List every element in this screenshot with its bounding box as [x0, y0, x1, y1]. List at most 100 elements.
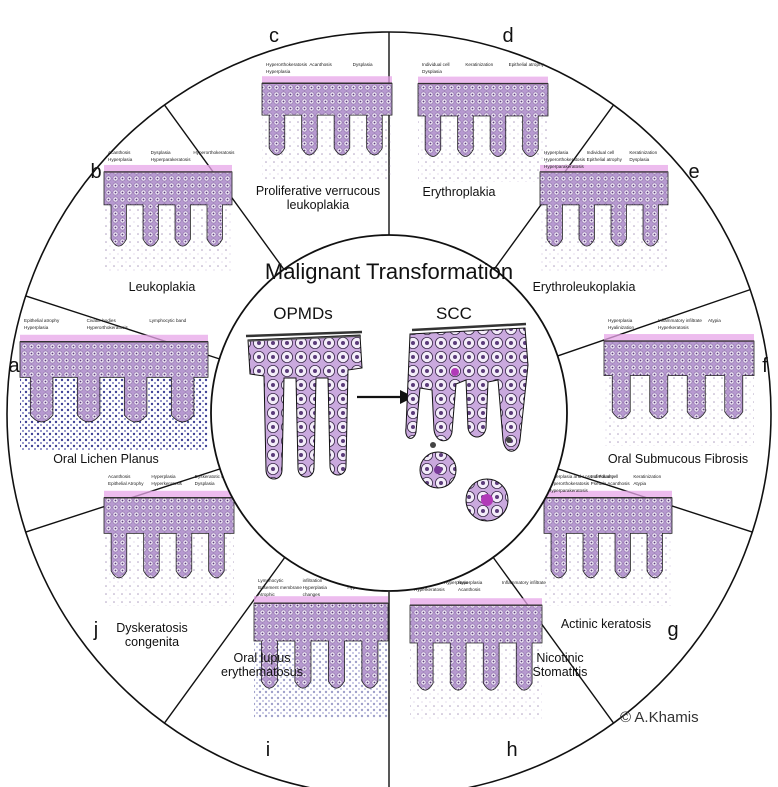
annotation-label: Dysplasia — [353, 62, 373, 67]
epithelium — [253, 602, 389, 689]
opmd-epithelium-illustration — [245, 330, 363, 480]
annotation-label: Hyperplasia — [266, 69, 291, 74]
segment-title-c: Proliferative verrucous — [256, 184, 380, 198]
annotation-label: Lymphocytic — [258, 578, 284, 583]
annotation-label: Keratinization — [465, 62, 493, 67]
annotation-label: Individual cell — [587, 150, 615, 155]
segment-title-g: Actinic keratosis — [561, 617, 651, 631]
annotation-label: Dysplasia — [151, 150, 171, 155]
annotation-label: Hyperplasia — [544, 150, 569, 155]
segment-g — [543, 490, 673, 606]
keratin-layer — [254, 596, 388, 605]
epithelium — [603, 340, 755, 420]
segment-a — [19, 334, 209, 450]
segment-letter-c: c — [269, 25, 279, 47]
segment-divider — [557, 288, 751, 357]
annotation-label: Hyalinization — [608, 325, 634, 330]
segment-letter-d: d — [502, 25, 513, 47]
epithelium — [261, 82, 393, 156]
annotation-label: Dyskeratotic cells — [195, 474, 231, 479]
segment-title-i: Oral lupus — [234, 651, 291, 665]
segment-title-f: Oral Submucous Fibrosis — [608, 452, 748, 466]
segment-title-h: Stomatitis — [533, 665, 588, 679]
keratin-layer — [540, 164, 668, 173]
annotation-label: Epithelial atrophy — [587, 157, 623, 162]
segment-letter-f: f — [762, 355, 768, 377]
segment-divider — [493, 557, 615, 724]
annotation-label: Hyperplasia — [24, 325, 49, 330]
keratin-layer — [104, 490, 234, 499]
segment-title-j: Dyskeratosis — [116, 621, 188, 635]
segment-title-i: erythematosus — [221, 665, 303, 679]
keratin-layer — [544, 490, 672, 499]
annotation-label: Acanthosis — [108, 150, 131, 155]
annotation-label: Hyperplasia — [303, 585, 328, 590]
annotation-label: Keratinization — [629, 150, 657, 155]
annotation-label: Hyperkeratosis — [658, 325, 689, 330]
epithelium — [103, 171, 233, 247]
annotation-label: Hyperparakeratosis — [544, 164, 585, 169]
annotation-label: Dysplasia — [629, 157, 649, 162]
segment-letter-b: b — [90, 161, 101, 183]
annotation-label: Acanthosis — [108, 474, 131, 479]
annotation-label: Hyperplasia — [151, 474, 176, 479]
annotation-label: Hyperparakeratosis — [151, 157, 192, 162]
segment-title-c: leukoplakia — [287, 198, 350, 212]
annotation-label: Atypia — [708, 318, 721, 323]
annotation-label: changes — [303, 592, 321, 597]
segment-c — [261, 76, 393, 180]
annotation-label: Hyperplasia and Loss of Polarity — [548, 474, 615, 479]
segment-f — [603, 334, 755, 446]
epithelium — [409, 604, 543, 691]
segment-title-e: Erythroleukoplakia — [533, 280, 636, 294]
keratin-layer — [20, 334, 208, 343]
epithelium — [417, 83, 549, 157]
scc-illustration — [405, 322, 529, 522]
epithelium — [539, 171, 669, 247]
annotation-label: Hyperorthokeratosis — [87, 325, 129, 330]
center-panel: Malignant Transformation OPMDs SCC — [210, 234, 568, 592]
annotation-label: Epithelial Atrophy — [108, 481, 144, 486]
keratin-layer — [262, 76, 392, 85]
annotation-label: Dysplasia — [422, 69, 442, 74]
annotation-label: Inflammatory infiltrate — [658, 318, 702, 323]
annotation-label: Atrophic — [258, 592, 276, 597]
segment-letter-a: a — [8, 355, 20, 377]
opmds-label: OPMDs — [273, 304, 333, 323]
segment-title-d: Erythroplakia — [423, 185, 496, 199]
annotation-label: Inflammatory infiltrate — [502, 580, 546, 585]
annotation-label: Lymphocytic band — [149, 318, 186, 323]
annotation-label: Hyperplasia — [458, 580, 483, 585]
segment-letter-g: g — [667, 619, 678, 641]
segment-letter-h: h — [506, 739, 517, 761]
annotation-label: infiltration — [303, 578, 323, 583]
annotation-label: Hyperkeratosis — [414, 587, 445, 592]
annotation-label: Pseudo Acanthosis — [591, 481, 631, 486]
segment-letter-e: e — [688, 161, 699, 183]
annotation-label: Hyperorthokeratosis — [544, 157, 586, 162]
scc-label: SCC — [436, 304, 472, 323]
segment-title-b: Leukoplakia — [129, 280, 196, 294]
keratin-layer — [104, 164, 232, 173]
keratin-layer — [604, 334, 754, 343]
annotation-label: Epithelial atrophy — [24, 318, 60, 323]
epithelium — [103, 497, 235, 579]
epithelium — [543, 497, 673, 579]
annotation-label: Hyperplasia — [608, 318, 633, 323]
center-title: Malignant Transformation — [265, 259, 513, 284]
annotation-label: Basement membrane — [258, 585, 302, 590]
annotation-label: Hyperparakeratosis — [548, 488, 589, 493]
segment-b — [103, 164, 233, 272]
segment-h — [409, 598, 543, 720]
segment-e — [539, 164, 669, 272]
annotation-label: Epithelial atrophy — [509, 62, 545, 67]
segment-letter-j: j — [93, 619, 98, 641]
annotation-label: Individual cell — [591, 474, 619, 479]
annotation-label: Hyperplasia — [108, 157, 133, 162]
segment-divider — [163, 557, 285, 724]
annotation-label: Dysplasia — [195, 481, 215, 486]
annotation-label: Hyperorthokeratosis — [193, 150, 235, 155]
segment-title-a: Oral Lichen Planus — [53, 452, 159, 466]
